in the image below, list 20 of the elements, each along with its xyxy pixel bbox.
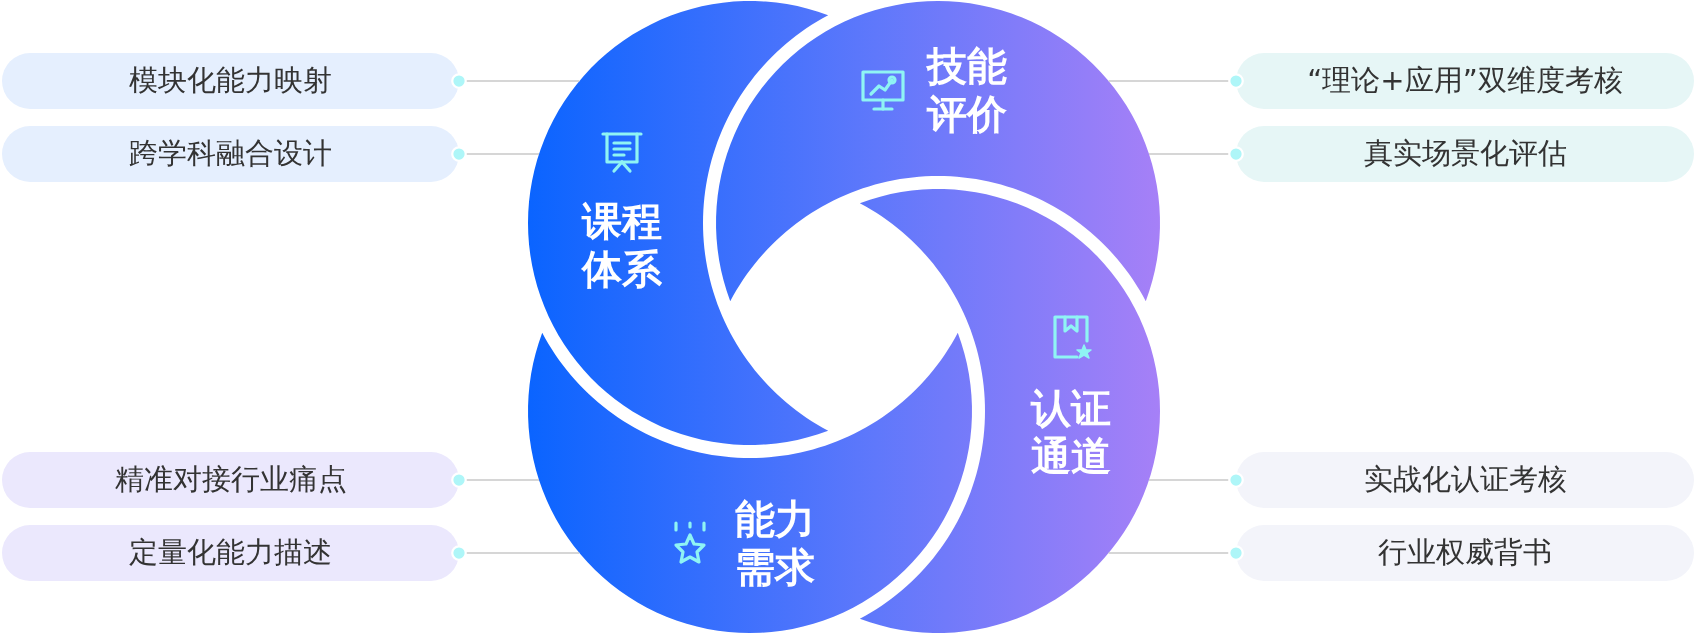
text-pill: 行业权威背书 [1236,525,1694,581]
section-title: 技能评价 [927,42,1007,138]
section-title: 认证通道 [1031,384,1111,480]
text-pill: 精准对接行业痛点 [2,452,459,508]
text-pill: 实战化认证考核 [1236,452,1694,508]
leader-line [451,545,581,561]
text-pill: 模块化能力映射 [2,53,459,109]
text-pill: 定量化能力描述 [2,525,459,581]
leader-line [451,472,540,488]
text-pill: 真实场景化评估 [1236,126,1694,182]
leader-line [451,146,540,162]
leader-line [1107,73,1244,89]
section-title: 能力需求 [735,495,815,591]
leader-line [1148,472,1244,488]
section-title: 课程体系 [582,197,662,293]
leader-line [1148,146,1244,162]
text-pill: “理论+应用”双维度考核 [1236,53,1694,109]
leader-line [451,73,581,89]
leader-line [1107,545,1244,561]
text-pill: 跨学科融合设计 [2,126,459,182]
